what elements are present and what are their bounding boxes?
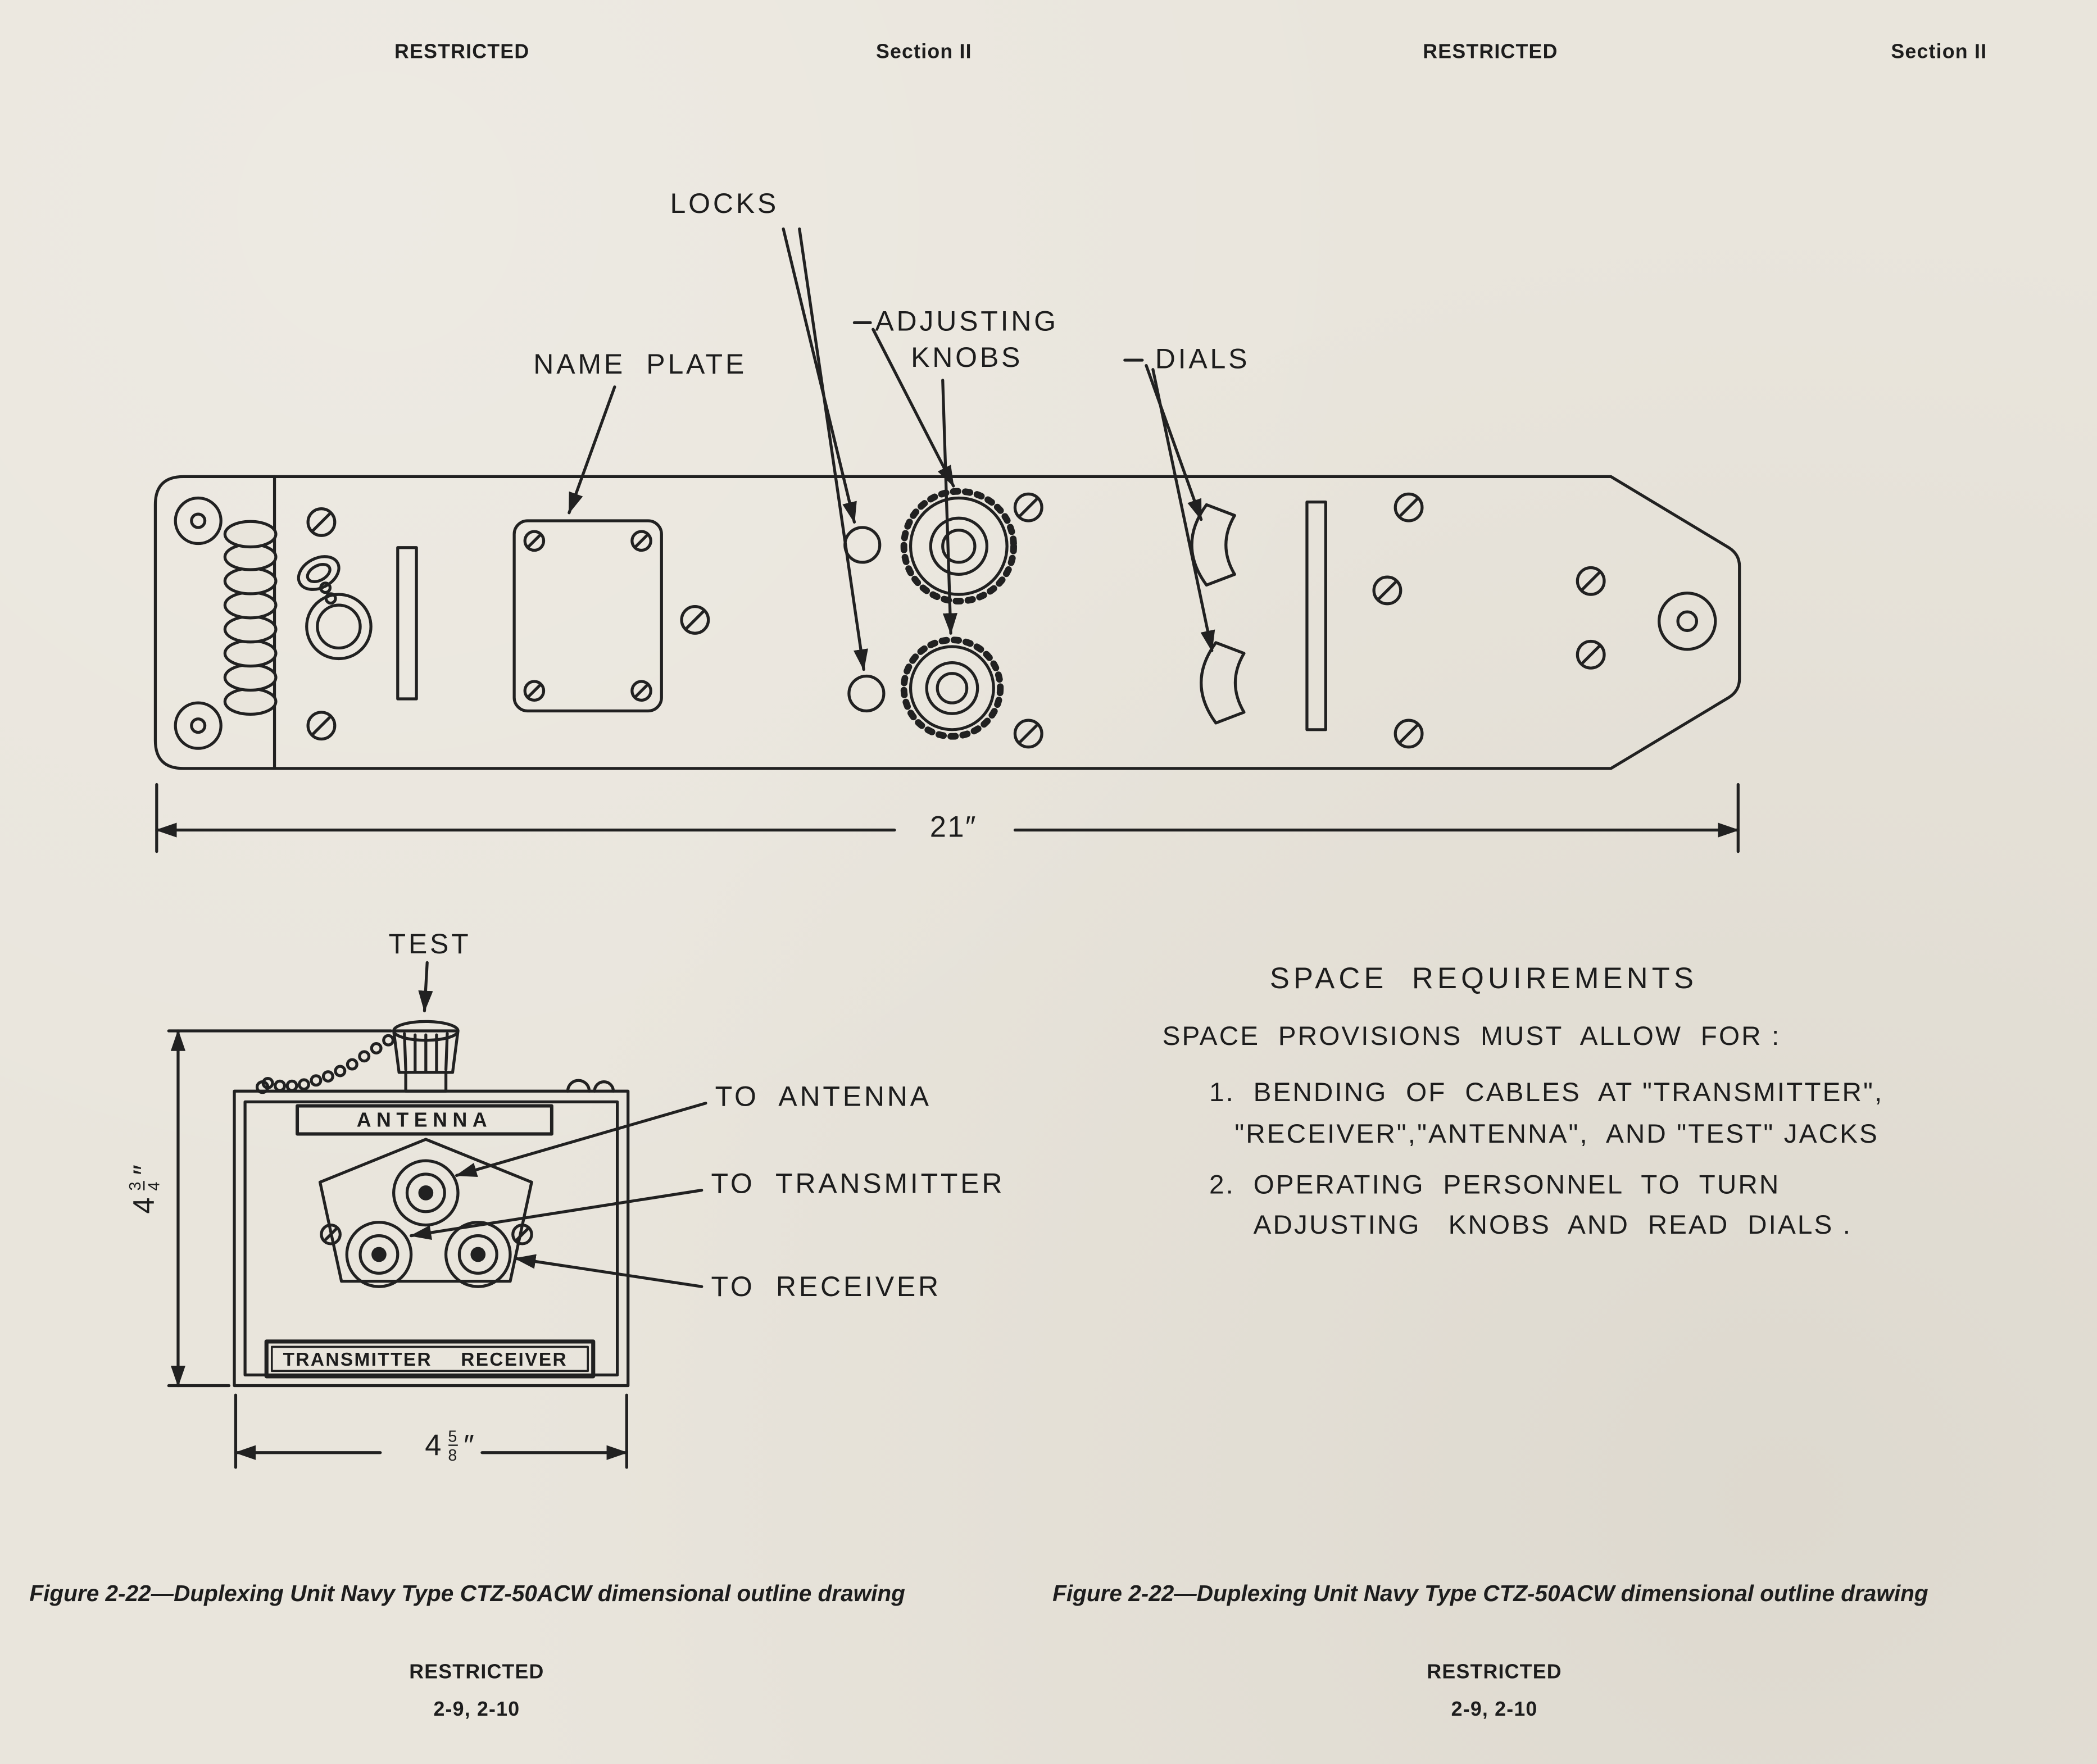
jack-mounting-plate [318, 1138, 533, 1283]
screw [1395, 720, 1422, 747]
screw [308, 712, 335, 739]
restricted-header-left: RESTRICTED [394, 40, 530, 64]
panel-slot [1305, 501, 1327, 731]
space-requirements-item1-line1: 1. BENDING OF CABLES AT "TRANSMITTER", [1209, 1078, 1884, 1108]
transmitter-receiver-plate [264, 1339, 596, 1379]
dials-label: DIALS [1155, 344, 1250, 375]
right-mounting-hole [1658, 592, 1717, 651]
duplexer-end-view [233, 1020, 630, 1388]
locks-label: LOCKS [670, 189, 779, 220]
to-transmitter-label: TO TRANSMITTER [711, 1169, 1005, 1200]
panel-outline [153, 475, 1741, 770]
end-view-leader-arrows [410, 961, 707, 1288]
transmitter-plate-label: TRANSMITTER [283, 1348, 432, 1370]
end-view-dimensions [167, 1029, 628, 1469]
screw [682, 607, 709, 634]
space-requirements-item2-line2: ADJUSTING KNOBS AND READ DIALS . [1253, 1211, 1853, 1240]
ribbed-connector [223, 520, 278, 716]
section-header-left: Section II [875, 40, 972, 64]
transmitter-jack [345, 1221, 413, 1288]
antenna-plate [296, 1104, 553, 1136]
test-label: TEST [388, 929, 471, 960]
restricted-footer-right: RESTRICTED [1427, 1661, 1562, 1684]
screw [1374, 577, 1401, 604]
adjusting-knobs-label-line2: KNOBS [911, 343, 1023, 374]
page-numbers-right: 2-9, 2-10 [1451, 1698, 1538, 1721]
mounting-holes [174, 496, 223, 750]
name-plate [512, 519, 663, 713]
screw [1015, 720, 1042, 747]
receiver-jack [444, 1221, 512, 1288]
dial-windows [1190, 503, 1246, 725]
cap-chain [255, 1034, 395, 1094]
space-requirements-item2-line1: 2. OPERATING PERSONNEL TO TURN [1209, 1171, 1781, 1201]
antenna-plate-label: ANTENNA [356, 1109, 493, 1132]
adjusting-knob-bottom [900, 637, 1004, 740]
figure-caption-left: Figure 2-22—Duplexing Unit Navy Type CTZ… [29, 1581, 905, 1607]
restricted-header-right: RESTRICTED [1423, 40, 1558, 64]
adjusting-knobs-label-line1: ADJUSTING [875, 306, 1059, 338]
panel-width-dimension-label: 21″ [929, 810, 977, 844]
space-requirements-intro: SPACE PROVISIONS MUST ALLOW FOR : [1162, 1022, 1781, 1052]
screw [1577, 567, 1604, 594]
receiver-plate-label: RECEIVER [461, 1348, 568, 1370]
space-requirements-title: SPACE REQUIREMENTS [1269, 961, 1698, 995]
end-view-outline [233, 1089, 630, 1388]
antenna-jack [392, 1159, 460, 1227]
screw [1395, 494, 1422, 521]
restricted-footer-left: RESTRICTED [409, 1661, 544, 1684]
screw [308, 509, 335, 536]
locks [843, 526, 886, 713]
page-numbers-left: 2-9, 2-10 [433, 1698, 520, 1721]
panel-leader-arrows [568, 227, 1215, 671]
adjusting-knob-top [900, 488, 1017, 604]
panel-front-view [153, 475, 1741, 770]
figure-caption-right: Figure 2-22—Duplexing Unit Navy Type CTZ… [1052, 1581, 1928, 1607]
screw [1577, 642, 1604, 669]
test-jack-with-cap [297, 555, 373, 661]
name-plate-label: NAME PLATE [533, 349, 747, 380]
space-requirements-item1-line2: "RECEIVER","ANTENNA", AND "TEST" JACKS [1234, 1120, 1879, 1149]
screw [1015, 494, 1042, 521]
to-receiver-label: TO RECEIVER [711, 1271, 941, 1303]
to-antenna-label: TO ANTENNA [715, 1081, 932, 1113]
panel-width-dimension [155, 783, 1740, 853]
section-header-right: Section II [1891, 40, 1987, 64]
panel-slot [396, 546, 418, 701]
test-cap [392, 1020, 460, 1093]
